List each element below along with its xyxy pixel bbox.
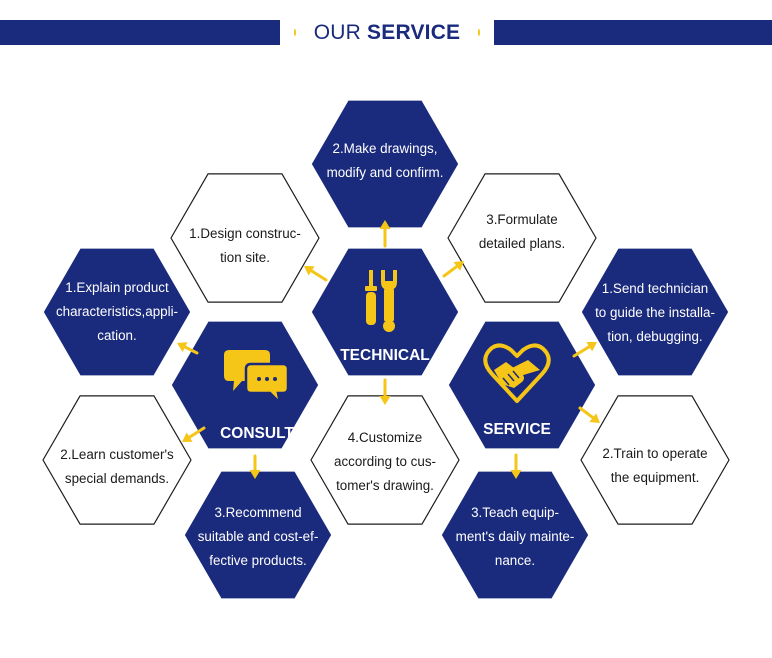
hexagon-service-1: 1.Send technician to guide the installa-t… xyxy=(580,247,730,377)
hexagon-consult-2: 2.Learn customer's special demands. xyxy=(42,395,192,525)
step-text-line: detailed plans. xyxy=(479,236,565,251)
step-text-line: 1.Send technician xyxy=(602,281,708,296)
step-text-line: 4.Customize xyxy=(348,430,422,445)
step-text-line: nance. xyxy=(495,553,535,568)
header-title-box: OUR SERVICE xyxy=(280,18,494,47)
step-text-line: 3.Recommend xyxy=(214,505,301,520)
hexagon-shape xyxy=(310,395,460,525)
hexagon-shape xyxy=(580,395,730,525)
step-text-line: 2.Make drawings, xyxy=(333,141,438,156)
hexagon-hub-service xyxy=(447,320,597,450)
hub-label-consult: CONSULT xyxy=(220,425,294,442)
step-text-line: cation. xyxy=(97,328,136,343)
step-text-line: 1.Explain product xyxy=(65,280,169,295)
handshake-heart-icon xyxy=(483,343,551,403)
flow-arrow xyxy=(510,453,522,479)
hexagon-shape xyxy=(310,99,460,229)
hexagon-service-3: 3.Teach equip-ment's daily mainte-nance. xyxy=(440,470,590,600)
step-text-line: suitable and cost-ef- xyxy=(198,529,319,544)
flow-arrow xyxy=(249,454,261,479)
hexagon-shape xyxy=(447,173,597,303)
chat-bubbles-icon xyxy=(224,350,290,407)
step-text-line: characteristics,appli- xyxy=(56,304,178,319)
hexagon-consult-1: 1.Explain product characteristics,appli-c… xyxy=(42,247,192,377)
flow-arrow xyxy=(177,342,199,355)
flow-arrow xyxy=(572,341,597,358)
step-text-line: tomer's drawing. xyxy=(336,478,434,493)
hexagon-shape xyxy=(440,470,590,600)
hexagon-technical-3: 3.Formulate detailed plans. xyxy=(447,173,597,303)
step-text-line: 3.Formulate xyxy=(486,212,557,227)
hexagon-service-2: 2.Train to operate the equipment. xyxy=(580,395,730,525)
step-text-line: fective products. xyxy=(209,553,307,568)
hexagon-shape xyxy=(580,247,730,377)
step-text-line: tion, debugging. xyxy=(607,329,702,344)
step-text-line: 2.Learn customer's xyxy=(60,447,174,462)
flow-arrow xyxy=(442,261,464,278)
flow-arrow xyxy=(578,406,600,423)
hexagon-shape xyxy=(170,173,320,303)
step-text-line: the equipment. xyxy=(611,470,700,485)
hub-label-service: SERVICE xyxy=(483,421,551,438)
step-text-line: 3.Teach equip- xyxy=(471,505,559,520)
step-text-line: according to cus- xyxy=(334,454,436,469)
flow-arrow xyxy=(304,266,328,282)
hexagon-consult-3: 3.Recommend suitable and cost-ef-fective … xyxy=(183,470,333,600)
screwdriver-wrench-icon xyxy=(365,270,397,332)
step-text-line: to guide the installa- xyxy=(595,305,715,320)
flow-arrow xyxy=(379,220,391,248)
step-text-line: ment's daily mainte- xyxy=(456,529,575,544)
step-text-line: tion site. xyxy=(220,250,270,265)
header-dot-left xyxy=(294,29,296,36)
step-text-line: special demands. xyxy=(65,471,169,486)
hexagon-shape xyxy=(183,470,333,600)
hexagon-technical-4: 4.Customize according to cus-tomer's draw… xyxy=(310,395,460,525)
flow-arrow xyxy=(182,426,206,442)
header-dot-right xyxy=(478,29,480,36)
hexagon-shape xyxy=(447,320,597,450)
step-text-line: 2.Train to operate xyxy=(602,446,707,461)
hexagon-shape xyxy=(42,395,192,525)
hexagon-technical-1: 1.Design construc-tion site. xyxy=(170,173,320,303)
flow-arrow xyxy=(379,378,391,405)
hexagon-technical-2: 2.Make drawings, modify and confirm. xyxy=(310,99,460,229)
hexagon-shape xyxy=(42,247,192,377)
hub-label-technical: TECHNICAL xyxy=(340,347,430,364)
step-text-line: 1.Design construc- xyxy=(189,226,301,241)
step-text-line: modify and confirm. xyxy=(327,165,444,180)
page-title: OUR SERVICE xyxy=(313,20,461,44)
